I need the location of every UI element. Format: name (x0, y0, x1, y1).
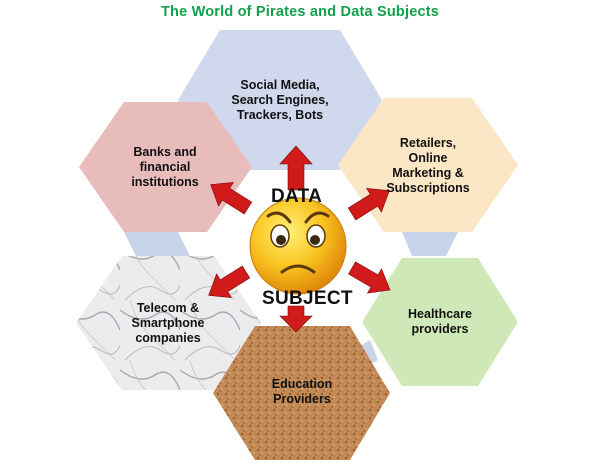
page-title: The World of Pirates and Data Subjects (160, 4, 440, 20)
arrows (208, 145, 391, 333)
node-banks-label: Banks and financial institutions (131, 144, 199, 189)
arrow-down (279, 305, 313, 333)
connector-right (402, 232, 458, 256)
center-bottom-label: SUBJECT (262, 288, 353, 309)
node-telecom-label: Telecom & Smartphone companies (131, 300, 205, 345)
arrow-up (279, 145, 313, 191)
hex-banks[interactable] (79, 102, 252, 232)
hex-healthcare[interactable] (362, 258, 518, 386)
worried-face-icon (249, 197, 347, 295)
connector-left (124, 232, 190, 256)
arrow-up-left (210, 181, 253, 215)
center-top-label: DATA (271, 186, 323, 207)
arrow-down-right (348, 261, 391, 294)
node-healthcare-label: Healthcare providers (408, 307, 472, 336)
arrow-down-left (208, 265, 251, 299)
arrow-up-right (347, 187, 390, 221)
node-retailers-label: Retailers, Online Marketing & Subscripti… (386, 136, 470, 195)
node-social-media-label: Social Media, Search Engines, Trackers, … (231, 77, 329, 122)
node-education-label: Education Providers (271, 377, 333, 406)
hex-education[interactable] (213, 326, 390, 460)
